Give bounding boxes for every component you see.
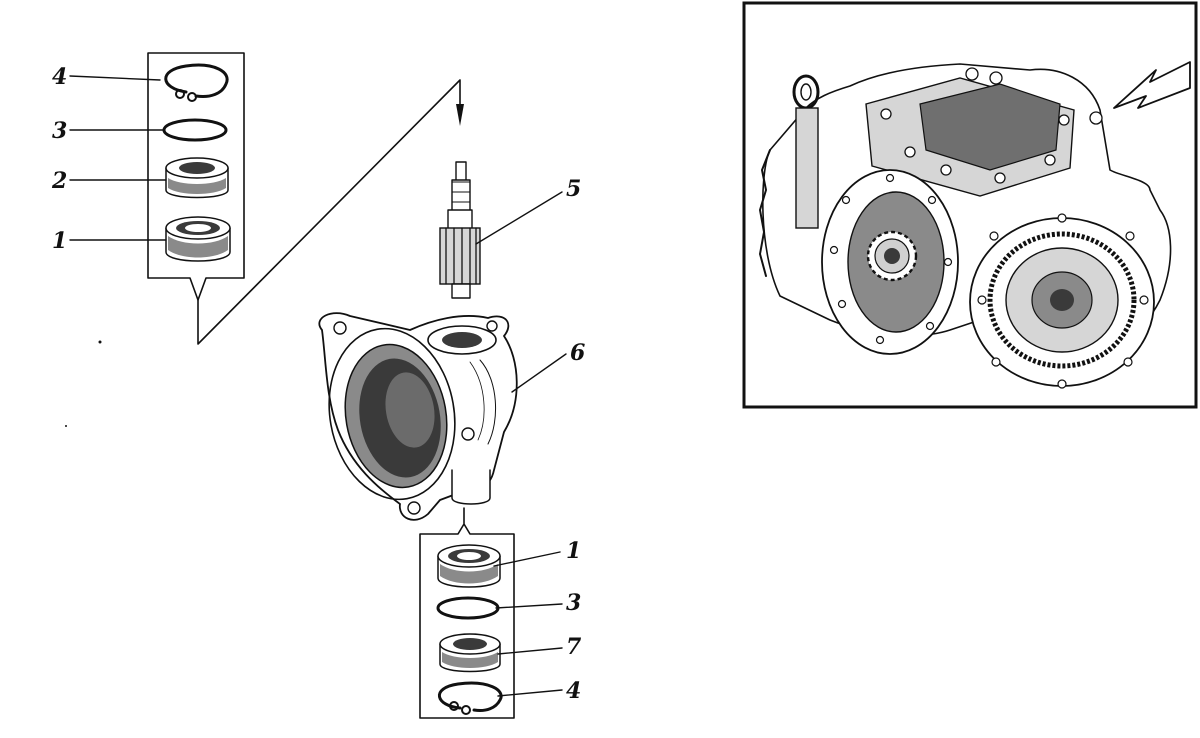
- o-ring-part-3-lower: [436, 596, 500, 620]
- callout-left-3: 3: [52, 118, 165, 144]
- right-flange-studs: [977, 213, 1149, 389]
- label-lower-3: 3: [566, 590, 581, 616]
- speck: [65, 425, 67, 427]
- gear-icon: [866, 230, 918, 282]
- retaining-ring-part-4-upper: [164, 63, 229, 102]
- callout-lower-7: 7: [497, 634, 582, 660]
- label-housing-6: 6: [570, 340, 585, 366]
- callout-lower-3: 3: [495, 590, 581, 616]
- label-left-4: 4: [52, 64, 67, 90]
- bearing-part-1-upper: [165, 216, 231, 262]
- callout-shaft-5: 5: [475, 176, 581, 245]
- label-lower-7: 7: [566, 634, 582, 660]
- callout-left-2: 2: [51, 168, 167, 194]
- lower-parts-frame: [419, 507, 515, 719]
- arrow-down-icon: [456, 104, 464, 126]
- top-bolts: [880, 67, 1103, 184]
- label-lower-1: 1: [566, 538, 581, 564]
- callout-left-1: 1: [52, 228, 167, 254]
- left-flange-bolts: [829, 173, 953, 345]
- o-ring-part-3-upper: [162, 118, 228, 142]
- speck: [98, 340, 102, 344]
- bearing-part-1-lower: [437, 544, 501, 588]
- inset-gearbox-view: [742, 1, 1198, 409]
- seal-part-2-upper: [165, 157, 229, 199]
- label-shaft-5: 5: [566, 176, 581, 202]
- label-left-1: 1: [52, 228, 67, 254]
- callout-lower-1: 1: [493, 538, 581, 567]
- label-lower-4: 4: [566, 678, 581, 704]
- lifting-eye-icon: [792, 74, 820, 229]
- callout-left-4: 4: [52, 64, 161, 90]
- upper-parts-frame: [147, 52, 245, 301]
- retaining-ring-part-4-lower: [437, 681, 503, 715]
- seal-part-7-lower: [439, 633, 501, 673]
- callout-housing-6: 6: [511, 340, 585, 393]
- label-left-3: 3: [52, 118, 67, 144]
- callout-lower-4: 4: [497, 678, 581, 704]
- shaft-part-5: [439, 161, 481, 299]
- label-left-2: 2: [51, 168, 67, 194]
- connection-line-upper: [197, 79, 461, 345]
- housing-part-6: [318, 312, 518, 521]
- arrow-left-icon: [1113, 61, 1191, 109]
